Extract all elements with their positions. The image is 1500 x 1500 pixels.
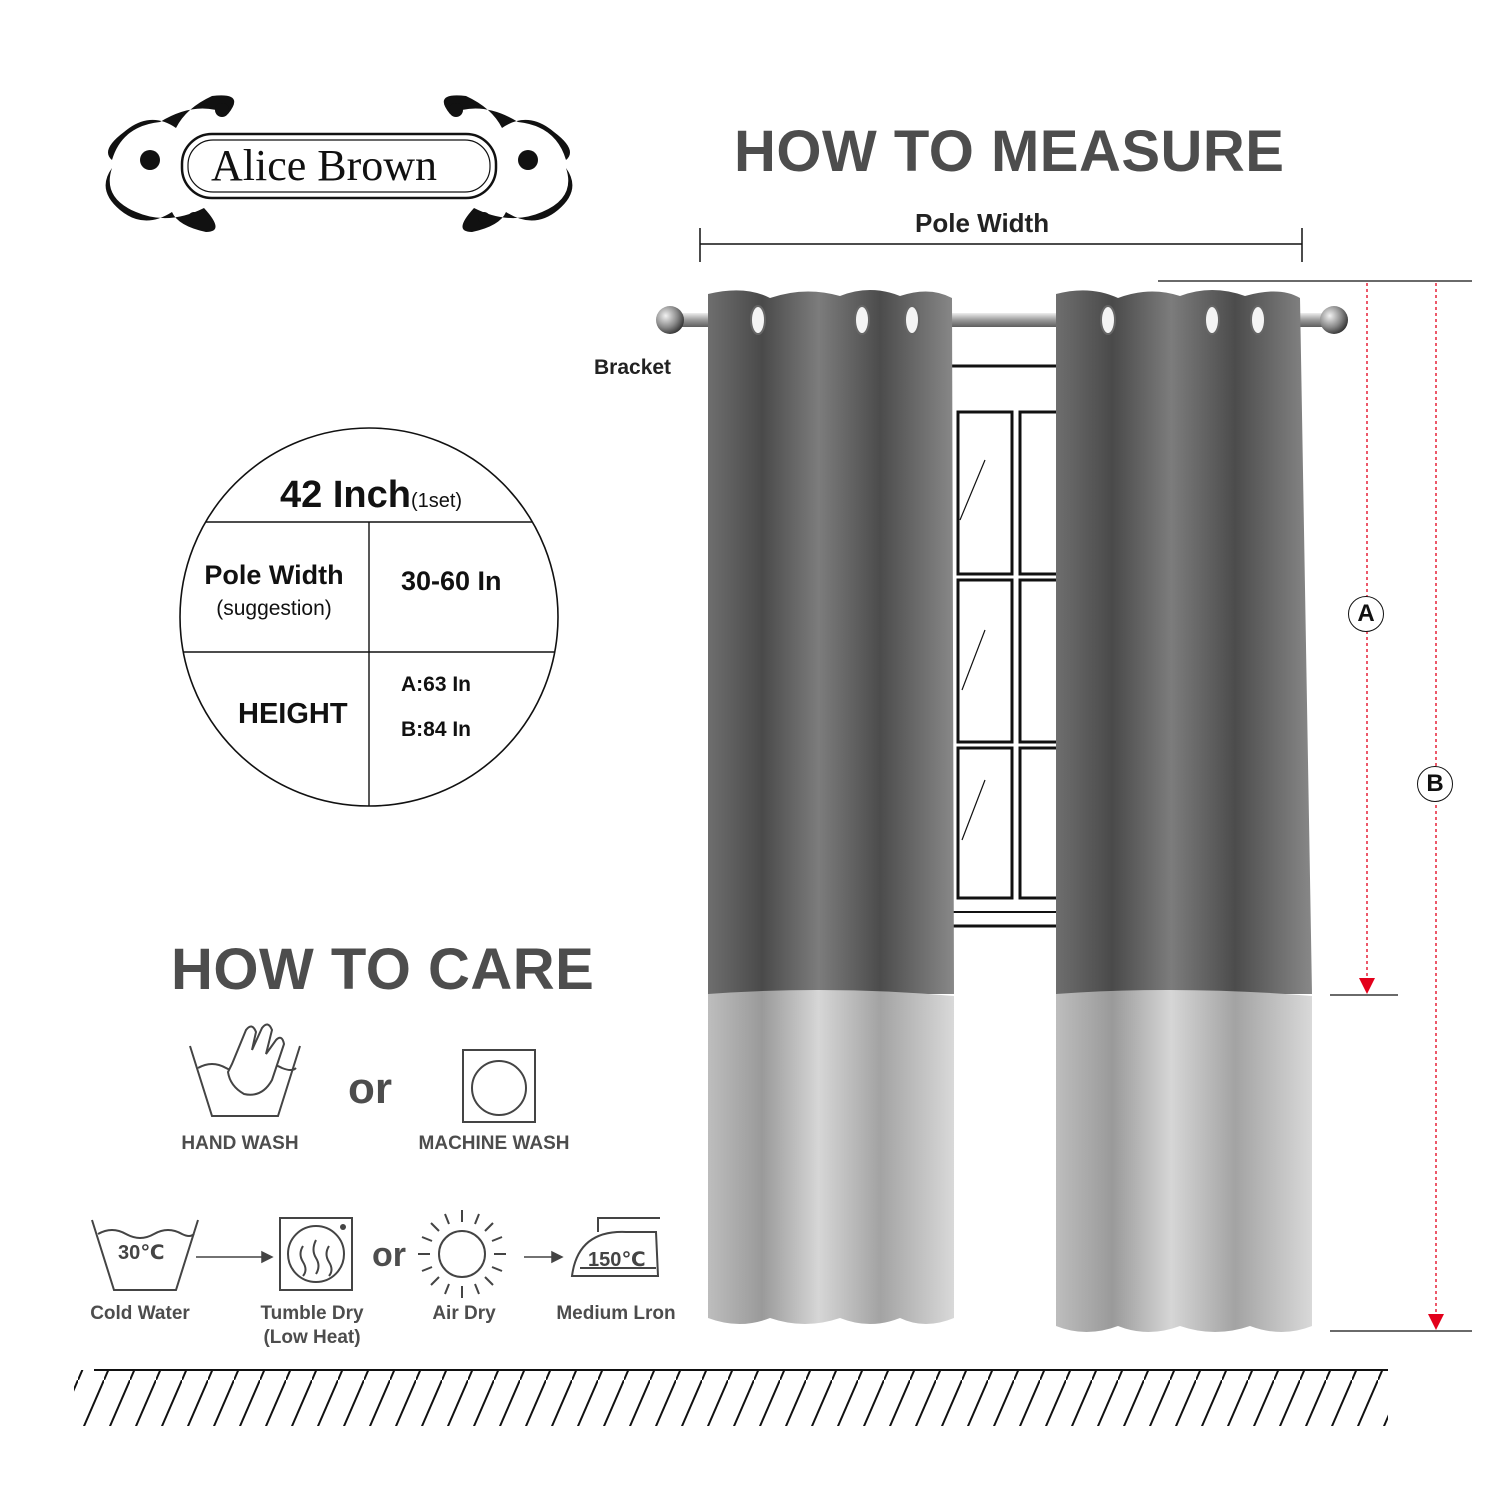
height-a-value: A:63 In: [401, 673, 472, 696]
pole-width-row-note: (suggestion): [216, 597, 332, 620]
machine-wash-label: MACHINE WASH: [418, 1133, 570, 1154]
medium-iron-label: Medium Lron: [556, 1303, 676, 1324]
rod-finial-right: [1320, 306, 1348, 334]
size-heading: 42 Inch(1set): [280, 474, 462, 517]
arrow-right-icon: [524, 1250, 564, 1264]
bracket-label: Bracket: [594, 356, 672, 379]
size-heading-value: 42 Inch: [280, 474, 411, 516]
grommets: [750, 305, 1266, 335]
curtain-left: [708, 290, 954, 1324]
arrow-right-icon: [196, 1250, 274, 1264]
arrow-b-icon: [1428, 1314, 1444, 1330]
height-b-value: B:84 In: [401, 718, 472, 741]
machine-wash-icon: [462, 1049, 536, 1123]
air-dry-sun-icon: [418, 1210, 506, 1298]
window: [946, 364, 1076, 928]
hand-wash-label: HAND WASH: [181, 1133, 299, 1154]
tumble-dry-label: Tumble Dry: [260, 1303, 364, 1324]
air-dry-label: Air Dry: [432, 1303, 496, 1324]
marker-a: A: [1348, 596, 1384, 632]
brand-name: Alice Brown: [211, 141, 438, 190]
arrow-a-icon: [1359, 978, 1375, 994]
iron-temp-label: 150℃: [588, 1249, 646, 1271]
size-table-graphic: [179, 427, 559, 807]
hand-wash-icon: [189, 1023, 301, 1117]
cold-water-icon: [91, 1219, 199, 1291]
cold-water-label: Cold Water: [90, 1303, 190, 1324]
floor-hatch: [74, 1370, 1388, 1426]
ornament-frame: [105, 95, 573, 232]
measure-title: HOW TO MEASURE: [734, 119, 1285, 184]
size-heading-note: (1set): [410, 490, 463, 512]
height-row-label: HEIGHT: [238, 698, 348, 730]
pole-width-row-value: 30-60 In: [401, 566, 502, 596]
or-label-1: or: [348, 1064, 392, 1113]
care-title: HOW TO CARE: [171, 937, 595, 1002]
pole-width-row-label: Pole Width: [204, 560, 344, 590]
iron-icon: [570, 1217, 660, 1277]
marker-b: B: [1417, 766, 1453, 802]
rod-finial-left: [656, 306, 684, 334]
pole-width-label: Pole Width: [915, 208, 1050, 238]
tumble-dry-note: (Low Heat): [263, 1327, 361, 1348]
or-label-2: or: [372, 1236, 406, 1274]
curtain-right: [1056, 290, 1312, 1332]
water-temp-label: 30℃: [118, 1242, 165, 1264]
tumble-dry-icon: [279, 1217, 353, 1291]
